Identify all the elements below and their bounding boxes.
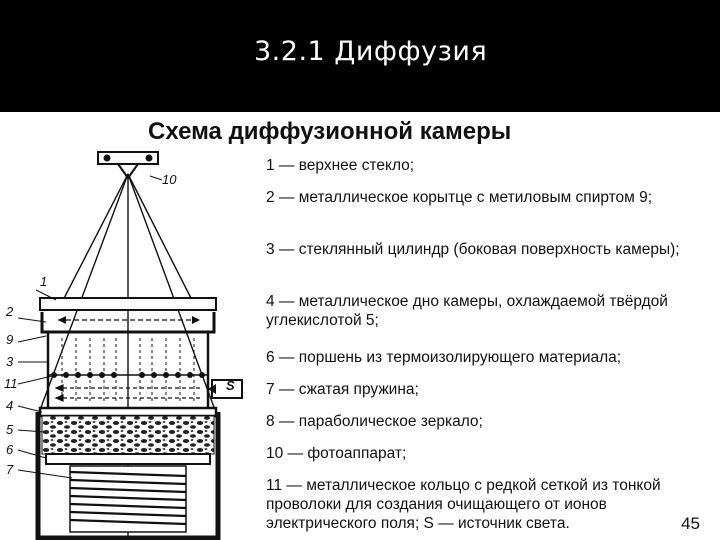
label-2: 2 [5, 304, 14, 319]
legend-item: 8 — параболическое зеркало; [266, 413, 483, 430]
light-source [208, 379, 243, 399]
legend-item: 2 — металлическое корытце с метиловым сп… [266, 189, 653, 206]
label-11: 11 [4, 376, 18, 391]
legend-item: 10 — фотоаппарат; [266, 445, 407, 462]
diagram-heading: Схема диффузионной камеры [148, 118, 512, 145]
label-6: 6 [6, 442, 14, 457]
alcohol-trough [40, 312, 216, 334]
legend-item: 6 — поршень из термоизолирующего материа… [266, 349, 622, 366]
metal-bottom [38, 406, 218, 418]
legend-item: 3 — стеклянный цилиндр (боковая поверхно… [266, 241, 680, 258]
legend-item: 11 — металлическое кольцо с редкой сетко… [266, 477, 661, 532]
label-s: S [226, 378, 235, 393]
grid-ring [48, 372, 208, 378]
legend-item: 1 — верхнее стекло; [266, 157, 415, 174]
top-glass [39, 297, 217, 311]
label-7: 7 [6, 462, 14, 477]
leader-lines [17, 175, 163, 479]
insulating-piston [45, 453, 211, 465]
diffusion-chamber-diagram: 1 2 9 3 11 4 5 6 7 10 S [4, 151, 243, 540]
label-9: 9 [6, 332, 13, 347]
vertical-field-lines [61, 338, 195, 402]
compressed-spring [69, 465, 187, 533]
camera [97, 151, 159, 180]
glass-cylinder [46, 332, 210, 408]
dry-ice-layer [41, 415, 215, 455]
label-10: 10 [162, 172, 177, 187]
legend-item: 7 — сжатая пружина; [266, 381, 419, 398]
light-beam [54, 384, 200, 402]
slide-header: 3.2.1 Диффузия [0, 0, 720, 112]
part-labels: 1 2 9 3 11 4 5 6 7 10 S [4, 172, 235, 477]
outer-housing [35, 412, 221, 540]
slide-title: 3.2.1 Диффузия [254, 36, 488, 67]
label-4: 4 [6, 398, 13, 413]
slide-content: Схема диффузионной камеры [0, 112, 720, 540]
label-3: 3 [6, 354, 14, 369]
legend-item: 4 — металлическое дно камеры, охлаждаемо… [266, 293, 668, 329]
label-5: 5 [6, 422, 14, 437]
page-number: 45 [681, 514, 700, 533]
label-1: 1 [40, 274, 47, 289]
